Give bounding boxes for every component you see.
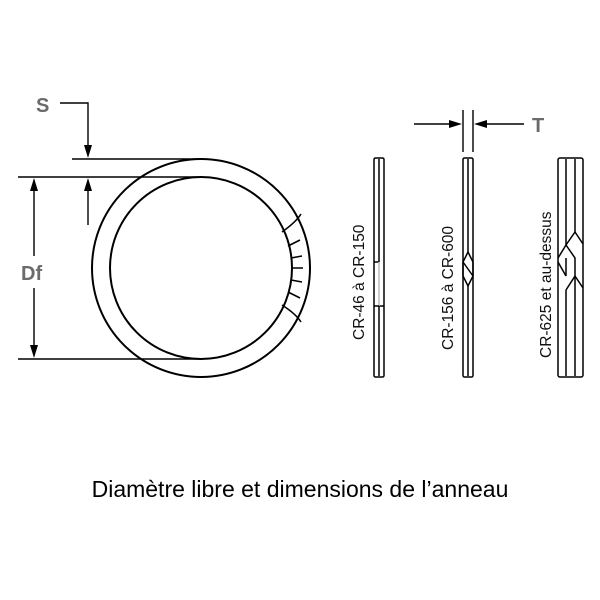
edge-view-crossover-label: CR-156 à CR-600 [440, 226, 457, 350]
ring-gap-detail [281, 213, 303, 323]
edge-view-two-turn-label: CR-46 à CR-150 [351, 224, 368, 340]
width-dimension [414, 110, 524, 152]
figure-caption: Diamètre libre et dimensions de l’anneau [91, 476, 509, 502]
thickness-arrowheads [84, 145, 92, 191]
thickness-dimension [18, 102, 201, 225]
spiral-ring [91, 158, 311, 378]
free-diameter-dimension [18, 189, 201, 360]
edge-view-crossover [462, 157, 474, 378]
edge-view-two-turn [373, 157, 385, 378]
ring-outer-edge [91, 158, 311, 378]
edge-view-three-turn-label: CR-625 et au-dessus [538, 211, 555, 358]
thickness-label: S [36, 95, 49, 117]
free-diameter-arrowheads [30, 178, 38, 358]
width-label: T [532, 115, 544, 137]
ring-inner-edge [109, 176, 293, 360]
edge-view-three-turn [557, 157, 584, 378]
free-diameter-label: Df [21, 263, 42, 285]
width-arrowheads [449, 120, 487, 128]
